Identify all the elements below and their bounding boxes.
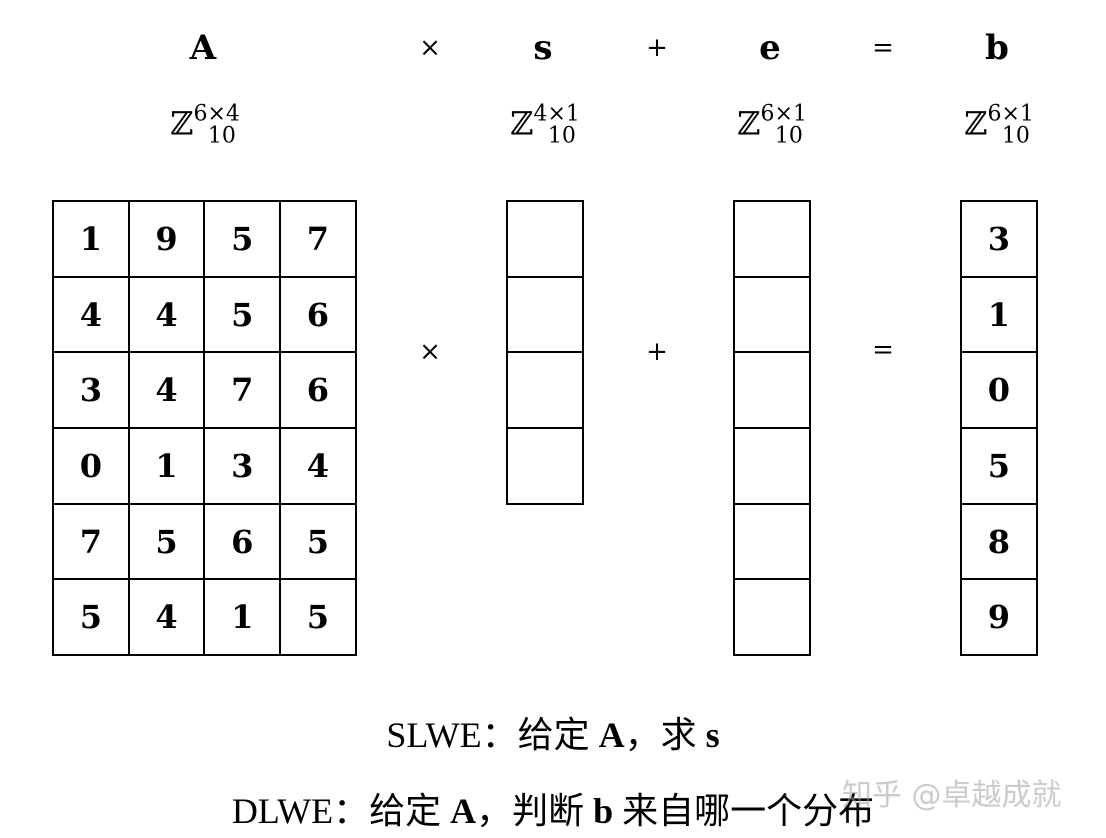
header-b: b: [985, 28, 1009, 68]
matrix-A-cell: 6: [281, 277, 357, 354]
vector-b-cell: 1: [962, 277, 1038, 354]
matrix-A-cell: 6: [205, 504, 282, 581]
set-b: ℤ6×110: [964, 101, 1034, 149]
matrix-A-cell: 7: [54, 504, 130, 581]
set-s: ℤ4×110: [510, 101, 580, 149]
set-A: ℤ6×410: [170, 101, 240, 149]
vector-e: [733, 200, 811, 657]
operator-times: ×: [419, 337, 441, 367]
vector-e-cell: [735, 277, 811, 354]
matrix-A-cell: 1: [129, 429, 206, 505]
vector-b-cell: 3: [962, 202, 1038, 278]
vector-s-cell: [508, 353, 584, 430]
vector-s-cell: [508, 277, 584, 354]
header-s: s: [533, 28, 553, 68]
matrix-A-cell: 4: [129, 277, 206, 354]
watermark: 知乎 @卓越成就: [842, 778, 1062, 813]
vector-b-cell: 5: [962, 429, 1038, 505]
matrix-A-cell: 4: [54, 277, 130, 354]
operator-equals: =: [872, 335, 894, 365]
vector-b-cell: 0: [962, 353, 1038, 430]
operator-plus: +: [646, 337, 668, 367]
matrix-A-cell: 1: [205, 580, 282, 657]
matrix-A-cell: 4: [129, 580, 206, 657]
vector-b-cell: 8: [962, 504, 1038, 581]
header-e: e: [759, 28, 781, 68]
matrix-A-cell: 6: [281, 353, 357, 430]
matrix-A-cell: 3: [54, 353, 130, 430]
matrix-A-cell: 4: [129, 353, 206, 430]
matrix-A-cell: 1: [54, 202, 130, 278]
vector-e-cell: [735, 202, 811, 278]
vector-e-cell: [735, 353, 811, 430]
header-A: A: [189, 28, 217, 68]
matrix-A-cell: 7: [281, 202, 357, 278]
matrix-A-cell: 0: [54, 429, 130, 505]
vector-s: [506, 200, 584, 505]
dlwe-statement: DLWE：给定 A，判断 b 来自哪一个分布: [231, 791, 875, 831]
header-equals: =: [872, 33, 894, 63]
header-plus: +: [646, 33, 668, 63]
matrix-A-cell: 5: [281, 580, 357, 657]
vector-e-cell: [735, 504, 811, 581]
matrix-A-cell: 5: [205, 202, 282, 278]
set-e: ℤ6×110: [737, 101, 807, 149]
matrix-A-cell: 3: [205, 429, 282, 505]
matrix-A-cell: 5: [54, 580, 130, 657]
vector-e-cell: [735, 580, 811, 657]
slwe-statement: SLWE：给定 A，求 s: [386, 715, 720, 755]
matrix-A-cell: 5: [129, 504, 206, 581]
matrix-A-cell: 5: [205, 277, 282, 354]
vector-b-cell: 9: [962, 580, 1038, 657]
matrix-A-cell: 9: [129, 202, 206, 278]
matrix-A-cell: 5: [281, 504, 357, 581]
vector-s-cell: [508, 202, 584, 278]
matrix-A-cell: 4: [281, 429, 357, 505]
vector-s-cell: [508, 429, 584, 505]
matrix-A-cell: 7: [205, 353, 282, 430]
vector-e-cell: [735, 429, 811, 505]
header-times: ×: [419, 33, 441, 63]
